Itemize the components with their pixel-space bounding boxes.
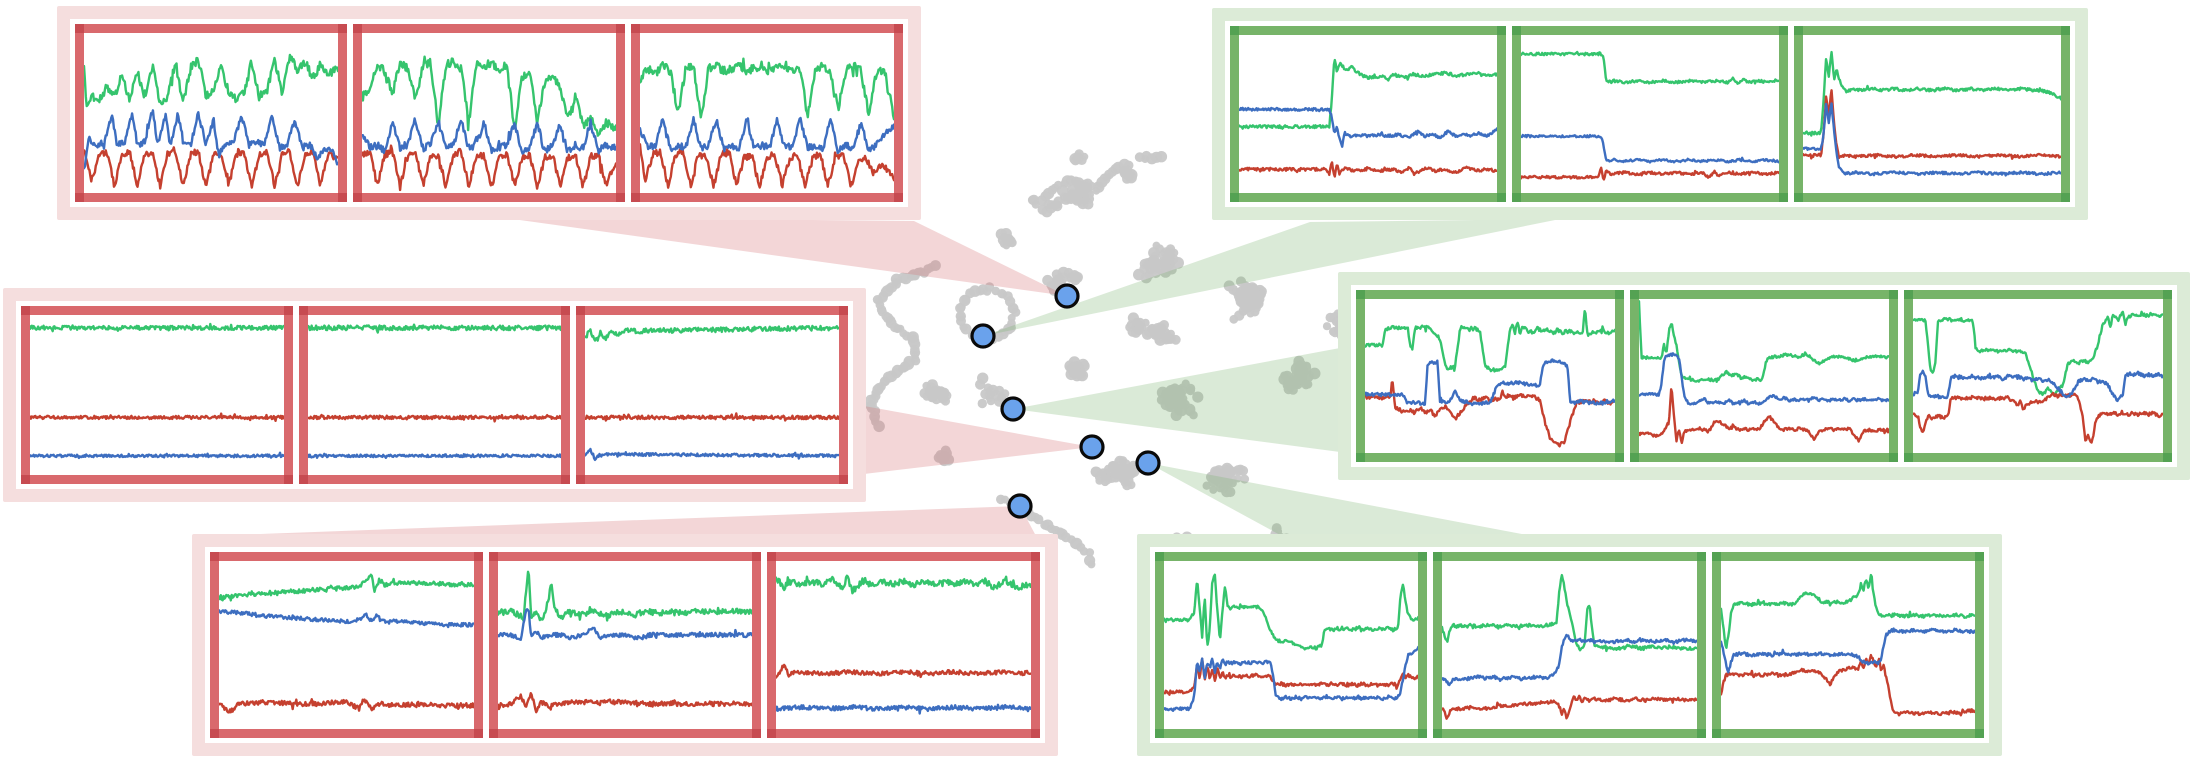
scatter-dot — [1076, 371, 1087, 381]
callout-wedge-mid-right — [1013, 348, 1340, 452]
scatter-dot — [1302, 379, 1311, 389]
scatter-dot — [1154, 259, 1164, 269]
scatter-dot — [919, 388, 931, 399]
scatter-dot — [1202, 481, 1211, 490]
scatter-dot — [1159, 327, 1170, 338]
scatter-dot — [1118, 471, 1130, 482]
scatter-dot — [1240, 474, 1250, 484]
scatter-dot — [1246, 309, 1255, 318]
scatter-dot — [1185, 385, 1196, 395]
scatter-dot — [955, 311, 966, 322]
scatter-dot — [1159, 320, 1169, 330]
scatter-dot — [977, 398, 987, 409]
callout-wedge-mid-left — [864, 406, 1092, 474]
scatter-dot — [1189, 410, 1198, 420]
scatter-dot — [1177, 398, 1187, 409]
scatter-dot — [1322, 322, 1332, 331]
scatter-dot — [1140, 272, 1152, 284]
scatter-dot — [1216, 471, 1225, 479]
scatter-dot — [997, 235, 1009, 246]
highlighted-point-1[interactable] — [1054, 283, 1080, 309]
scatter-dot — [1047, 281, 1057, 292]
scatter-dot — [1054, 180, 1063, 190]
scatter-dot — [1071, 194, 1083, 206]
scatter-dot — [1087, 560, 1096, 569]
scatter-dot — [1181, 531, 1193, 544]
scatter-dot — [1148, 247, 1160, 259]
scatter-dot — [1107, 166, 1118, 177]
scatter-dot — [1235, 287, 1247, 298]
scatter-dot — [937, 455, 946, 464]
highlighted-point-6[interactable] — [1007, 493, 1033, 519]
scatter-dot — [1085, 548, 1095, 557]
scatter-dot — [1155, 151, 1168, 163]
scatter-dot — [1037, 204, 1048, 215]
scatter-dot — [1192, 391, 1204, 403]
scatter-dot — [977, 372, 989, 384]
scatter-dot — [1146, 260, 1155, 270]
scatter-dot — [1068, 188, 1077, 197]
scatter-dot — [1224, 467, 1236, 478]
scatter-dot — [1223, 280, 1235, 292]
scatter-dot — [1291, 379, 1300, 388]
scatter-dot — [1252, 300, 1261, 308]
scatter-dot — [1174, 407, 1183, 416]
highlighted-point-4[interactable] — [1079, 434, 1105, 460]
highlighted-point-5[interactable] — [1135, 450, 1161, 476]
scatter-dot — [1221, 486, 1233, 498]
scatter-dot — [1181, 379, 1190, 388]
scatter-dot — [1111, 473, 1121, 483]
scatter-dot — [1209, 485, 1218, 494]
scatter-dot — [1238, 465, 1249, 476]
callout-wedge-bottom-left — [206, 506, 1036, 536]
scatter-dot — [1074, 149, 1084, 159]
scatter-dot — [1246, 293, 1256, 303]
scatter-dot — [1246, 282, 1258, 294]
scatter-dot — [1347, 331, 1357, 342]
scatter-dot — [1229, 314, 1239, 324]
scatter-dot — [1094, 470, 1107, 483]
scatter-dot — [873, 420, 885, 433]
scatter-dot — [983, 383, 993, 393]
callout-wedge-top-right — [983, 219, 1560, 336]
highlighted-point-2[interactable] — [970, 323, 996, 349]
scatter-dot — [1166, 403, 1176, 412]
scatter-dot — [984, 389, 995, 400]
scatter-dot — [1028, 194, 1040, 206]
scatter-dot — [1122, 174, 1132, 184]
callout-wedge-bottom-right — [1148, 463, 1532, 536]
scatter-dot — [1138, 323, 1147, 332]
scatter-points — [865, 149, 1357, 569]
scatter-dot — [928, 392, 938, 402]
scatter-dot — [1078, 181, 1091, 194]
scatter-dot — [1328, 327, 1338, 336]
scatter-dot — [1072, 361, 1082, 371]
callout-wedge-top-left — [498, 217, 1067, 296]
highlighted-point-3[interactable] — [1000, 396, 1026, 422]
scatter-dot — [1163, 248, 1174, 258]
scatter-dot — [1074, 274, 1083, 283]
scatter-dot — [1008, 304, 1019, 314]
scatter-dot — [1033, 514, 1044, 525]
scatter-dot — [1282, 379, 1294, 391]
scatter-dot — [1281, 538, 1290, 547]
scatter-dot — [932, 385, 942, 395]
